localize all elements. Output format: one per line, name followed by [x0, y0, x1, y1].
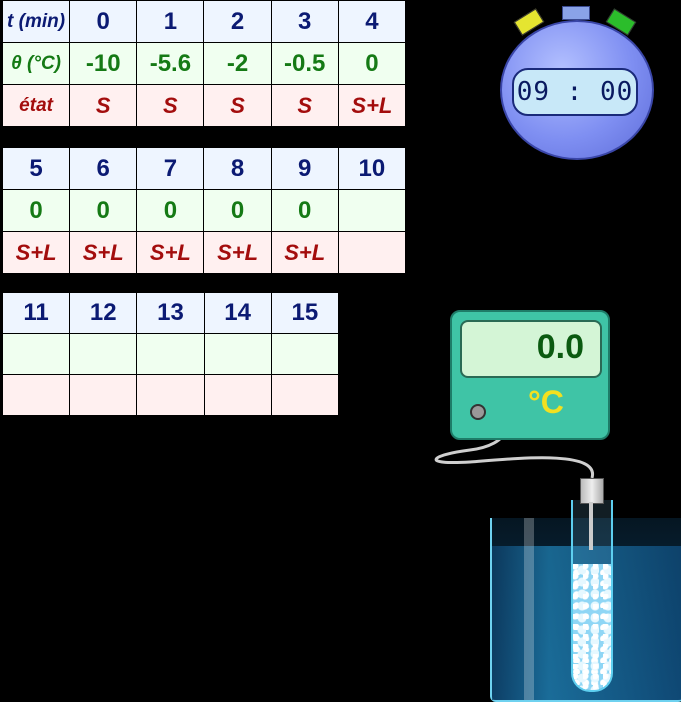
temperature-cell: 0 [136, 189, 205, 232]
state-cell: S+L [69, 231, 138, 274]
time-cell: 11 [1, 292, 71, 334]
temperature-cell [69, 333, 138, 375]
temperature-cell: 0 [69, 189, 138, 232]
stopwatch-display: 09 : 00 [512, 68, 638, 116]
temperature-cell: 0 [1, 189, 71, 232]
state-cell: S [203, 84, 272, 127]
ice-crystals [573, 564, 611, 690]
state-cell [69, 374, 138, 416]
state-cell: S+L [337, 84, 407, 127]
temperature-header: θ (°C) [1, 42, 71, 85]
time-cell: 7 [136, 147, 205, 190]
state-cell: S [270, 84, 339, 127]
time-cell: 4 [337, 0, 407, 43]
data-table-block-1: t (min) 0 1 2 3 4 θ (°C) -10 -5.6 -2 -0.… [1, 0, 407, 127]
time-cell: 0 [69, 0, 138, 43]
digital-thermometer: 0.0 °C [450, 310, 610, 440]
temperature-cell [270, 333, 340, 375]
time-cell: 3 [270, 0, 339, 43]
time-cell: 14 [203, 292, 272, 334]
time-cell: 6 [69, 147, 138, 190]
temperature-cell [1, 333, 71, 375]
temperature-cell: 0 [337, 42, 407, 85]
time-cell: 12 [69, 292, 138, 334]
thermometer-display: 0.0 [460, 320, 602, 378]
state-cell [270, 374, 340, 416]
state-cell: S+L [136, 231, 205, 274]
temperature-cell: -10 [69, 42, 138, 85]
state-cell: S [136, 84, 205, 127]
time-cell: 1 [136, 0, 205, 43]
temperature-probe-rod [589, 502, 593, 550]
time-cell: 15 [270, 292, 340, 334]
temperature-cell [203, 333, 272, 375]
time-cell: 10 [337, 147, 407, 190]
time-cell: 9 [270, 147, 339, 190]
state-cell [1, 374, 71, 416]
data-table-block-2: 5 6 7 8 9 10 0 0 0 0 0 S+L S+L S+L S+L S… [1, 147, 407, 274]
probe-jack [470, 404, 486, 420]
temperature-cell [136, 333, 205, 375]
time-cell: 2 [203, 0, 272, 43]
temperature-cell: -2 [203, 42, 272, 85]
stopwatch-crown-button[interactable] [562, 6, 590, 20]
temperature-cell: 0 [203, 189, 272, 232]
stopwatch: 09 : 00 [496, 2, 656, 160]
temperature-cell [337, 189, 407, 232]
stopwatch-time: 09 : 00 [516, 77, 634, 107]
state-header: état [1, 84, 71, 127]
state-cell: S [69, 84, 138, 127]
temperature-unit: °C [528, 384, 564, 420]
temperature-cell: -5.6 [136, 42, 205, 85]
time-cell: 5 [1, 147, 71, 190]
temperature-probe-head [580, 478, 604, 504]
time-cell: 8 [203, 147, 272, 190]
temperature-cell: -0.5 [270, 42, 339, 85]
state-cell [337, 231, 407, 274]
time-cell: 13 [136, 292, 205, 334]
beaker-glint [524, 518, 534, 700]
temperature-cell: 0 [270, 189, 339, 232]
data-table-block-3: 11 12 13 14 15 [1, 292, 340, 416]
state-cell [203, 374, 272, 416]
state-cell: S+L [1, 231, 71, 274]
state-cell: S+L [203, 231, 272, 274]
state-cell: S+L [270, 231, 339, 274]
temperature-reading: 0.0 [536, 328, 584, 366]
state-cell [136, 374, 205, 416]
time-header: t (min) [1, 0, 71, 43]
